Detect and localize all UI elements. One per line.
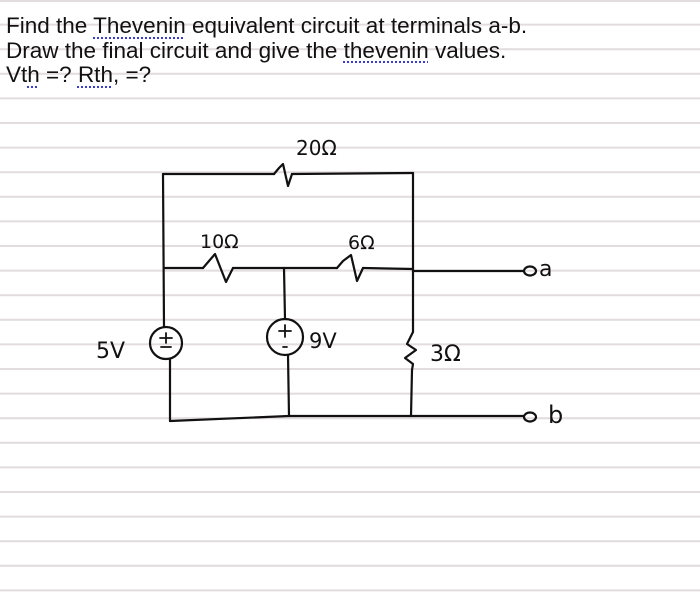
voltage-source-9v: [265, 317, 305, 357]
resistor-label-20: 20Ω: [296, 136, 337, 160]
plus-minus-icon: [159, 332, 173, 348]
resistor-20-zigzag: [272, 162, 294, 188]
spellcheck-flag[interactable]: h: [27, 62, 40, 88]
wire-9v-down: [286, 353, 291, 418]
resistor-6-zigzag: [335, 253, 365, 283]
spellcheck-flag[interactable]: Rth: [77, 62, 113, 88]
source-label-9v: 9V: [309, 329, 337, 353]
question-line-1: Find the Thevenin equivalent circuit at …: [6, 13, 528, 38]
question-line-3: Vth =? Rth, =?: [6, 62, 152, 88]
spellcheck-flag[interactable]: thevenin: [343, 37, 429, 63]
voltage-source-5v: [148, 325, 184, 361]
terminal-a-node[interactable]: [522, 265, 538, 277]
terminal-a-label: a: [539, 257, 552, 282]
resistor-3-zigzag: [403, 330, 418, 372]
spellcheck-flag[interactable]: Thevenin: [93, 13, 186, 38]
plus-minus-icon: [278, 324, 292, 348]
wire-center-vertical: [282, 266, 287, 321]
terminal-b-label: b: [548, 401, 563, 429]
resistor-label-3: 3Ω: [430, 342, 461, 367]
wire-top-right: [290, 171, 415, 176]
resistor-label-6: 6Ω: [348, 232, 375, 254]
question-text: Find the Thevenin equivalent circuit at …: [6, 13, 528, 88]
wire-middle-right: [361, 266, 415, 271]
wire-bottom-left: [168, 414, 291, 423]
wire-left-vertical: [161, 172, 166, 329]
terminal-b-node[interactable]: [522, 411, 538, 423]
resistor-10-zigzag: [201, 252, 235, 284]
wire-3ohm-down: [409, 368, 414, 418]
question-line-2: Draw the final circuit and give the thev…: [6, 37, 507, 63]
source-label-5v: 5V: [96, 339, 125, 364]
resistor-label-10: 10Ω: [200, 231, 239, 253]
